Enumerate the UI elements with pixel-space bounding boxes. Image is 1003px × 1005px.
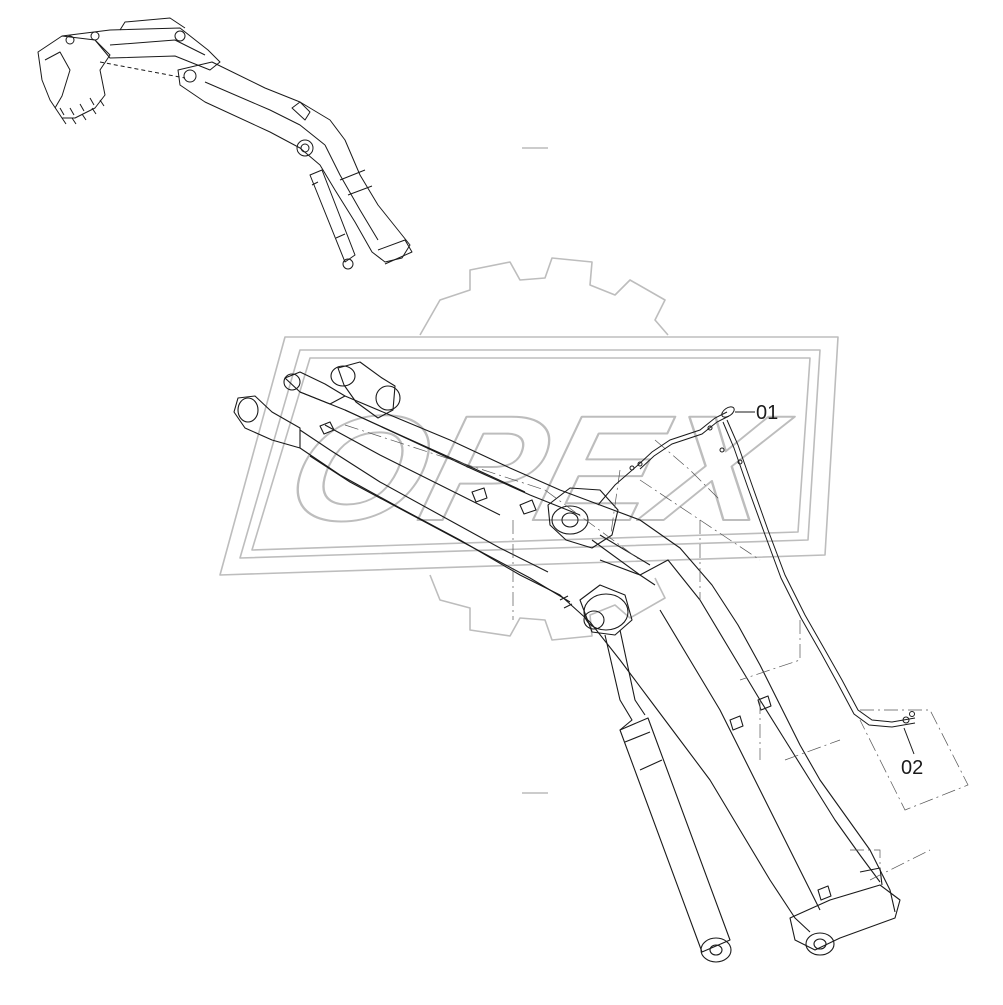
boom-lower-tube [639,559,881,883]
stick-outline [61,27,221,71]
arm-assembly-overview [37,17,413,270]
construction-lines [344,424,969,881]
callout-01: 01 [735,402,778,424]
watermark-gear-bottom [429,574,666,641]
boom-right-edge [344,395,896,913]
hose-down-run [726,419,916,723]
callout-02: 02 [901,727,923,779]
bucket-outline [37,35,111,119]
opex-watermark: OPEX [219,257,839,641]
hose-line [597,406,916,728]
boom-cylinder-rod [604,634,633,731]
watermark-frame-outer [219,336,839,576]
boom-outline [177,61,411,263]
boom-assembly-detail [233,361,901,963]
watermark-gear-top [419,257,669,336]
boom-left-edge [299,447,811,933]
hose-fitting-02 [902,716,910,724]
upper-bushing [337,361,396,419]
boom-cylinder-barrel [619,717,731,953]
boom-cylinder-head [579,584,633,636]
boom-cylinder [309,169,356,263]
callout-02-label: 02 [901,757,923,779]
arm-pivot-bracket [547,487,619,549]
watermark-frame-inner2 [251,357,811,551]
watermark-frame-inner [239,349,821,559]
boom-tip [789,884,901,951]
center-marks [522,147,548,794]
callout-02-leader [903,727,915,755]
hose-upper-run [597,411,728,506]
hose-fitting-01 [721,406,735,418]
callout-01-label: 01 [756,402,778,424]
